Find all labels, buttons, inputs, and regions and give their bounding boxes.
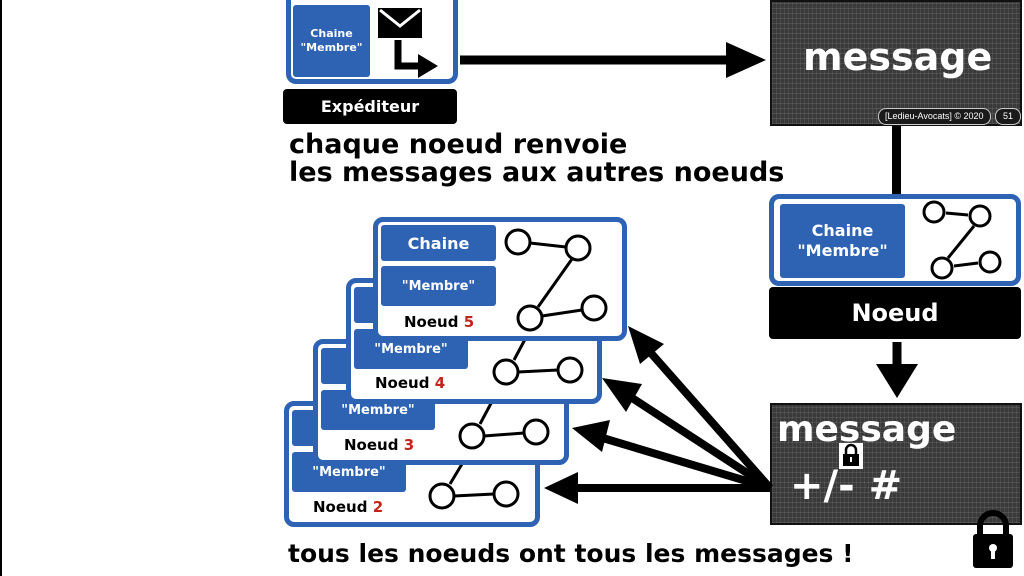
node5-graph-icon bbox=[504, 228, 608, 332]
node2-label: Noeud 2 bbox=[313, 498, 383, 516]
caption-top-line2: les messages aux autres noeuds bbox=[289, 157, 785, 188]
arrowhead-node2 bbox=[544, 472, 578, 504]
caption-bottom: tous les noeuds ont tous les messages ! bbox=[288, 539, 854, 568]
page-number: 51 bbox=[995, 108, 1021, 125]
node3-number: 3 bbox=[403, 436, 415, 454]
node4-label: Noeud 4 bbox=[375, 374, 445, 392]
main-node-chain-box: Chaine "Membre" bbox=[780, 204, 905, 278]
connector-message-to-node bbox=[892, 126, 901, 194]
left-divider bbox=[0, 0, 2, 576]
node4-number: 4 bbox=[434, 374, 446, 392]
arrowhead-node4 bbox=[602, 378, 642, 412]
small-lock-icon bbox=[839, 443, 863, 469]
node3-label: Noeud 3 bbox=[344, 436, 414, 454]
envelope-send-icon bbox=[378, 8, 438, 78]
message-box-bottom bbox=[770, 403, 1022, 525]
padlock-icon bbox=[973, 510, 1013, 568]
message-text-top: message bbox=[803, 35, 993, 79]
arrow-to-node3 bbox=[594, 432, 772, 492]
arrowhead-node5 bbox=[628, 326, 664, 364]
arrow-node-to-message bbox=[876, 342, 918, 398]
arrow-to-node4 bbox=[623, 390, 773, 492]
node5-member-box: "Membre" bbox=[381, 266, 496, 306]
sender-chain-box: Chaine "Membre" bbox=[293, 5, 370, 77]
node2-number: 2 bbox=[372, 498, 384, 516]
caption-top-line1: chaque noeud renvoie bbox=[289, 129, 628, 160]
node5-label-text: Noeud bbox=[404, 313, 459, 331]
network-graph-icon bbox=[922, 200, 1002, 280]
node2-label-text: Noeud bbox=[313, 498, 368, 516]
node5-chain-box: Chaine bbox=[381, 225, 496, 261]
node3-graph-icon bbox=[458, 393, 550, 450]
credit-badge: [Ledieu-Avocats] © 2020 bbox=[878, 108, 991, 125]
node5-label: Noeud 5 bbox=[404, 313, 474, 331]
broadcast-arrows bbox=[544, 326, 773, 504]
arrow-sender-to-message bbox=[460, 42, 766, 78]
sender-role-bar: Expéditeur bbox=[283, 89, 457, 124]
message-text-bottom: message bbox=[777, 409, 957, 450]
node4-graph-icon bbox=[492, 329, 584, 386]
message-box-top bbox=[770, 0, 1022, 126]
message-ops-text: +/- # bbox=[790, 463, 903, 509]
main-node-role-bar: Noeud bbox=[769, 287, 1021, 339]
arrowhead-node3 bbox=[572, 420, 610, 452]
node3-label-text: Noeud bbox=[344, 436, 399, 454]
node4-label-text: Noeud bbox=[375, 374, 430, 392]
arrow-to-node5 bbox=[647, 349, 773, 491]
node5-number: 5 bbox=[463, 313, 475, 331]
